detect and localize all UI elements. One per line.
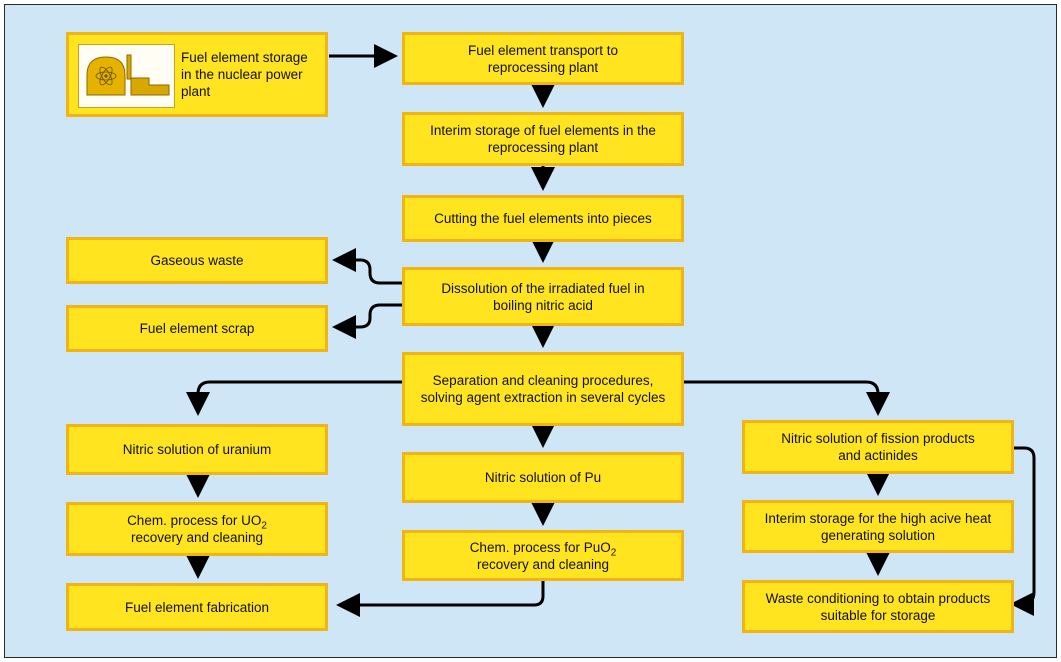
chem-uo2-subscript: 2 bbox=[261, 520, 267, 532]
chem-uo2-text: Chem. process for UO bbox=[127, 513, 262, 528]
box-nitric-pu: Nitric solution of Pu bbox=[402, 452, 684, 503]
storage-npp-label: Fuel element storage in the nuclear powe… bbox=[181, 50, 308, 99]
dissolution-label: Dissolution of the irradiated fuel in bo… bbox=[441, 280, 645, 313]
waste-conditioning-label: Waste conditioning to obtain products su… bbox=[765, 590, 991, 623]
box-transport: Fuel element transport to reprocessing p… bbox=[402, 32, 684, 85]
interim-storage-label: Interim storage of fuel elements in the … bbox=[430, 123, 656, 155]
nitric-fission-label: Nitric solution of fission products and … bbox=[781, 431, 975, 463]
nitric-pu-label: Nitric solution of Pu bbox=[484, 470, 602, 485]
box-nitric-fission: Nitric solution of fission products and … bbox=[742, 420, 1014, 474]
chem-uo2-line2: recovery and cleaning bbox=[130, 530, 264, 545]
box-interim-storage: Interim storage of fuel elements in the … bbox=[402, 112, 684, 166]
interim-high-label: Interim storage for the high acive heat … bbox=[764, 510, 992, 543]
separation-label: Separation and cleaning procedures, solv… bbox=[420, 373, 666, 405]
box-chem-puo2: Chem. process for PuO2 recovery and clea… bbox=[402, 530, 684, 581]
gaseous-waste-label: Gaseous waste bbox=[150, 253, 244, 268]
chem-uo2-line1: Chem. process for UO2 bbox=[127, 512, 267, 532]
box-separation: Separation and cleaning procedures, solv… bbox=[402, 352, 684, 426]
fabrication-label: Fuel element fabrication bbox=[124, 599, 270, 615]
box-storage-npp: Fuel element storage in the nuclear powe… bbox=[66, 32, 328, 117]
box-cutting: Cutting the fuel elements into pieces bbox=[402, 195, 684, 242]
transport-label: Fuel element transport to reprocessing p… bbox=[467, 42, 619, 75]
box-interim-high: Interim storage for the high acive heat … bbox=[742, 500, 1014, 553]
power-plant-icon bbox=[78, 44, 175, 108]
box-dissolution: Dissolution of the irradiated fuel in bo… bbox=[402, 267, 684, 326]
chem-puo2-subscript: 2 bbox=[610, 547, 617, 559]
chem-puo2-text: Chem. process for PuO bbox=[469, 539, 611, 555]
nitric-uranium-label: Nitric solution of uranium bbox=[122, 442, 272, 457]
box-nitric-uranium: Nitric solution of uranium bbox=[66, 424, 328, 475]
box-scrap: Fuel element scrap bbox=[66, 305, 328, 352]
box-fabrication: Fuel element fabrication bbox=[66, 583, 328, 631]
chem-puo2-line2: recovery and cleaning bbox=[476, 556, 610, 572]
box-gaseous-waste: Gaseous waste bbox=[66, 237, 328, 284]
scrap-label: Fuel element scrap bbox=[139, 321, 255, 336]
box-chem-uo2: Chem. process for UO2 recovery and clean… bbox=[66, 502, 328, 556]
cutting-label: Cutting the fuel elements into pieces bbox=[434, 211, 652, 226]
box-waste-conditioning: Waste conditioning to obtain products su… bbox=[742, 580, 1014, 633]
chem-puo2-line1: Chem. process for PuO2 bbox=[469, 539, 617, 559]
